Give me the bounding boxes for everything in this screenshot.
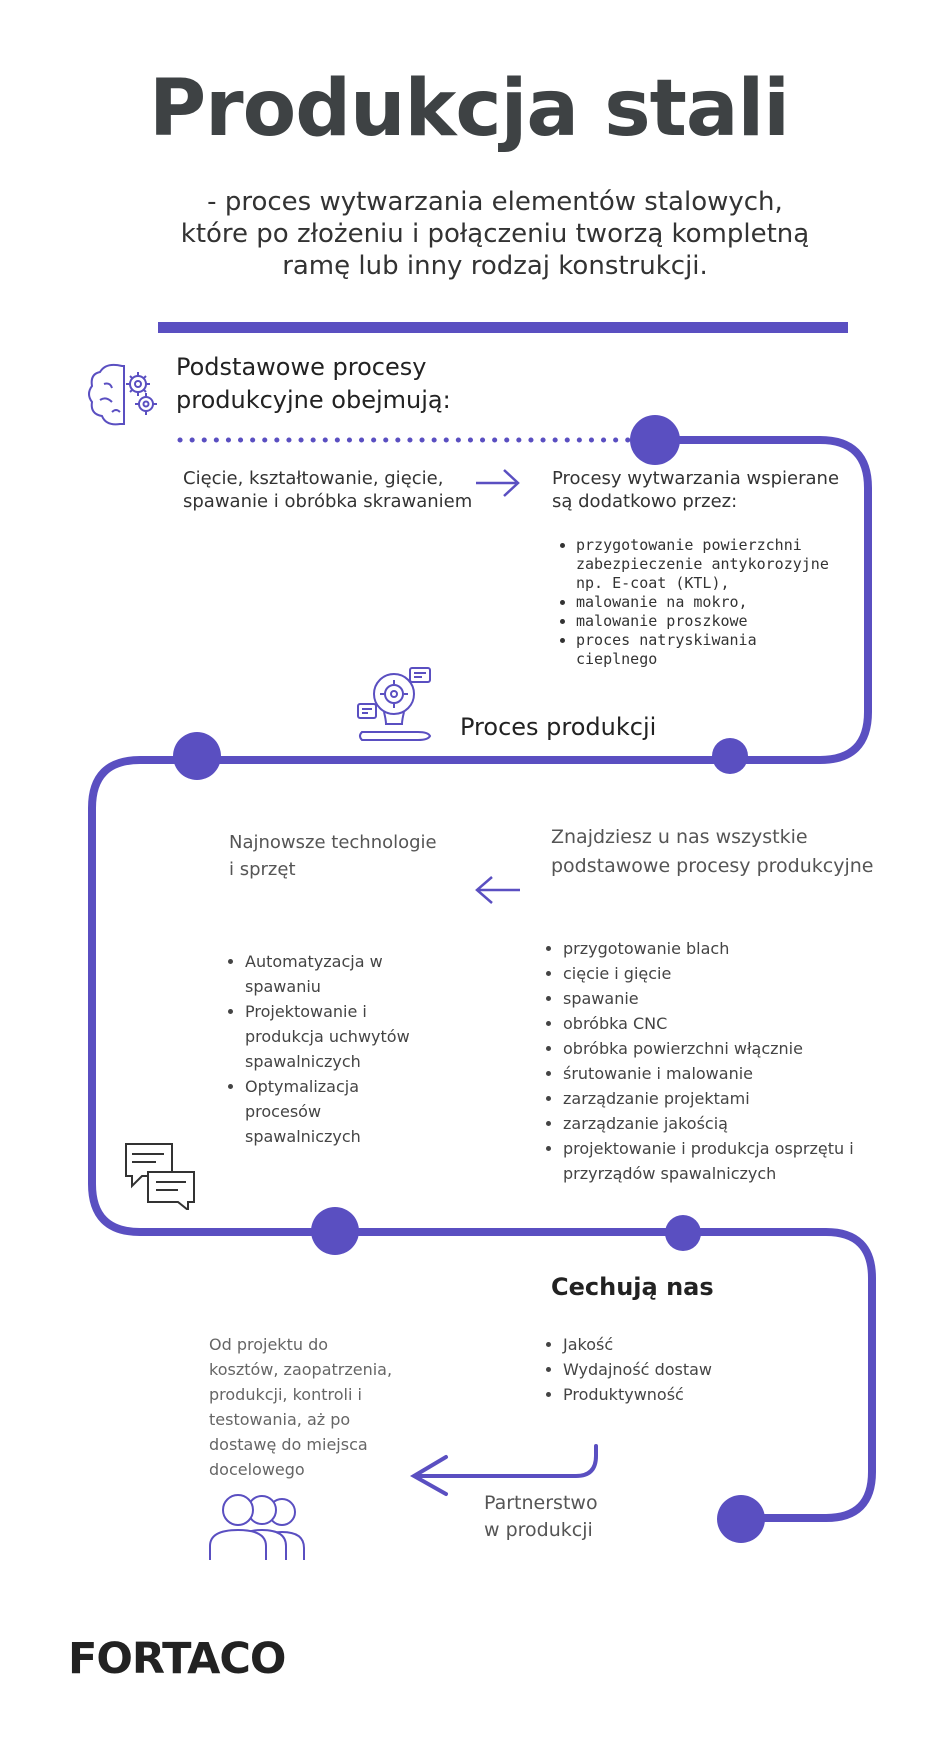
path-node <box>717 1495 765 1543</box>
list-item: Automatyzacja w spawaniu <box>245 949 413 999</box>
fortaco-logo: FORTACO <box>68 1634 286 1684</box>
section2-right-bullets: przygotowanie blach cięcie i gięcie spaw… <box>541 936 881 1186</box>
section2-left-bullets: Automatyzacja w spawaniu Projektowanie i… <box>223 949 413 1149</box>
page-subtitle: - proces wytwarzania elementów stalowych… <box>160 186 830 282</box>
brain-gears-icon <box>88 363 157 426</box>
list-item: śrutowanie i malowanie <box>563 1061 881 1086</box>
list-item: spawanie <box>563 986 881 1011</box>
heading-line: produkcyjne obejmują: <box>176 386 451 414</box>
text-line: spawanie i obróbka skrawaniem <box>183 491 473 512</box>
section3-left-text: Od projektu do kosztów, zaopatrzenia, pr… <box>209 1335 393 1479</box>
path-segment-1 <box>655 436 872 764</box>
text-line: Znajdziesz u nas wszystkie <box>551 826 808 848</box>
section2-left-text: Najnowsze technologie i sprzęt <box>229 829 437 883</box>
list-item: cięcie i gięcie <box>563 961 881 986</box>
list-item: Produktywność <box>563 1382 781 1407</box>
list-item: proces natryskiwania cieplnego <box>576 631 846 669</box>
partner-text: Partnerstwo w produkcji <box>484 1490 598 1544</box>
list-item: Optymalizacja procesów spawalniczych <box>245 1074 413 1149</box>
text-line: Najnowsze technologie <box>229 832 437 853</box>
path-node <box>630 415 680 465</box>
list-item: malowanie na mokro, <box>576 593 846 612</box>
text-line: i sprzęt <box>229 859 296 880</box>
chat-bubbles-icon <box>125 1143 195 1210</box>
people-group-icon <box>209 1494 305 1560</box>
section1-right-text: Procesy wytwarzania wspierane są dodatko… <box>552 467 839 513</box>
list-item: zarządzanie jakością <box>563 1111 881 1136</box>
path-node <box>712 738 748 774</box>
path-node <box>173 732 221 780</box>
list-item: obróbka powierzchni włącznie <box>563 1036 881 1061</box>
path-segment-2 <box>88 756 730 1236</box>
subtitle-line: ramę lub inny rodzaj konstrukcji. <box>282 251 708 281</box>
list-item: zarządzanie projektami <box>563 1086 881 1111</box>
arrow-right-icon <box>476 469 520 497</box>
curved-arrow-left-icon <box>410 1444 598 1496</box>
path-node <box>665 1215 701 1251</box>
section3-bullets: Jakość Wydajność dostaw Produktywność <box>541 1332 781 1407</box>
section1-left-text: Cięcie, kształtowanie, gięcie, spawanie … <box>183 467 472 513</box>
list-item: malowanie proszkowe <box>576 612 846 631</box>
subtitle-line: które po złożeniu i połączeniu tworzą ko… <box>180 219 810 249</box>
text-line: są dodatkowo przez: <box>552 491 738 512</box>
header-divider-bar <box>158 322 848 333</box>
text-line: Partnerstwo <box>484 1492 598 1514</box>
section2-right-text: Znajdziesz u nas wszystkie podstawowe pr… <box>551 823 873 881</box>
section1-heading: Podstawowe procesy produkcyjne obejmują: <box>176 351 451 417</box>
subtitle-line: - proces wytwarzania elementów stalowych… <box>207 187 783 217</box>
path-segment-3 <box>682 1228 876 1522</box>
list-item: Projektowanie i produkcja uchwytów spawa… <box>245 999 413 1074</box>
text-line: Procesy wytwarzania wspierane <box>552 468 840 489</box>
path-node <box>311 1207 359 1255</box>
list-item: Jakość <box>563 1332 781 1357</box>
list-item: projektowanie i produkcja osprzętu i prz… <box>563 1136 881 1186</box>
section2-heading: Proces produkcji <box>460 713 657 741</box>
list-item: przygotowanie powierzchni zabezpieczenie… <box>576 536 846 593</box>
arrow-left-icon <box>475 876 520 904</box>
lightbulb-gear-icon <box>357 667 432 741</box>
list-item: obróbka CNC <box>563 1011 881 1036</box>
section3-heading: Cechują nas <box>551 1273 714 1301</box>
heading-line: Podstawowe procesy <box>176 353 427 381</box>
text-line: Cięcie, kształtowanie, gięcie, <box>183 468 444 489</box>
page-title: Produkcja stali <box>148 64 790 154</box>
section1-bullets: przygotowanie powierzchni zabezpieczenie… <box>556 536 846 669</box>
list-item: przygotowanie blach <box>563 936 881 961</box>
list-item: Wydajność dostaw <box>563 1357 781 1382</box>
text-line: w produkcji <box>484 1519 593 1541</box>
text-line: podstawowe procesy produkcyjne <box>551 855 874 877</box>
